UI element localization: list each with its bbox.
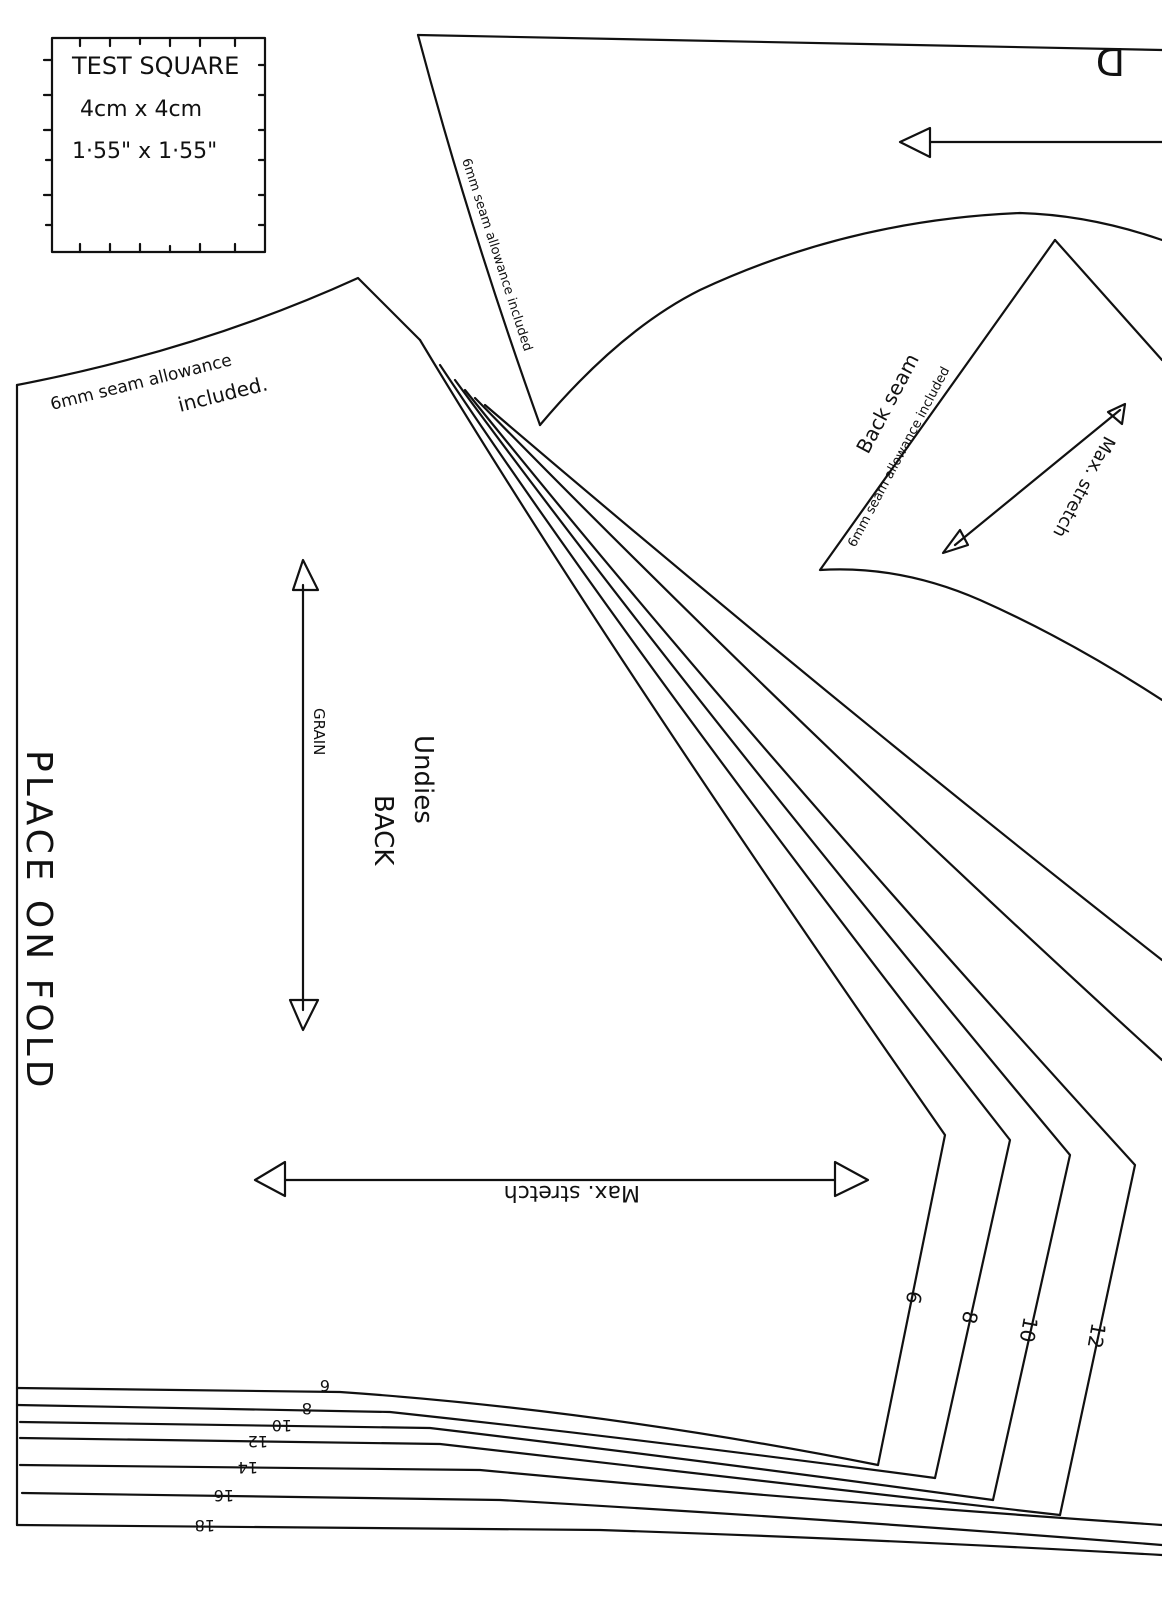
grain-label: GRAIN xyxy=(310,708,328,755)
stretch-label: Max. stretch xyxy=(504,1180,640,1205)
test-square-metric: 4cm x 4cm xyxy=(80,97,202,122)
top-pattern-piece: 6mm seam allowance included D xyxy=(416,33,1162,427)
corner-mark: D xyxy=(1096,39,1125,83)
arrowhead-icon xyxy=(1106,402,1127,426)
gusset-stretch-label: Max. stretch xyxy=(1048,433,1119,541)
side-size-label: 6 xyxy=(901,1289,927,1306)
leg-size-label: 18 xyxy=(195,1516,215,1535)
leg-size-label: 16 xyxy=(214,1486,234,1505)
arrowhead-icon xyxy=(941,528,970,555)
piece-name-line2: BACK xyxy=(368,795,398,866)
test-square-title: TEST SQUARE xyxy=(71,52,239,80)
side-size-label: 10 xyxy=(1015,1315,1043,1344)
side-size-labels: 6 8 10 12 xyxy=(901,1289,1111,1350)
arrowhead-icon xyxy=(833,1160,870,1198)
arrowhead-icon xyxy=(288,998,320,1032)
arrowhead-icon xyxy=(253,1160,287,1198)
test-square-imperial: 1·55" x 1·55" xyxy=(72,139,217,164)
arrowhead-icon xyxy=(898,126,932,159)
leg-size-label: 12 xyxy=(248,1432,268,1451)
side-size-label: 12 xyxy=(1083,1321,1111,1350)
test-square: TEST SQUARE 4cm x 4cm 1·55" x 1·55" xyxy=(42,36,267,254)
leg-size-labels: 6 8 10 12 14 16 18 xyxy=(195,1376,330,1535)
gusset-pattern-piece: Back seam 6mm seam allowance included Ma… xyxy=(538,211,1162,702)
leg-size-label: 8 xyxy=(302,1399,312,1418)
back-pattern-piece: GRAIN Undies BACK PLACE ON FOLD Max. str… xyxy=(15,276,1162,1557)
leg-size-label: 14 xyxy=(238,1458,258,1477)
top-seam-note: 6mm seam allowance included xyxy=(458,157,535,354)
leg-size-label: 6 xyxy=(320,1376,330,1395)
side-size-label: 8 xyxy=(957,1309,983,1326)
piece-name-line1: Undies xyxy=(408,735,438,824)
place-on-fold-label: PLACE ON FOLD xyxy=(18,750,59,1091)
arrowhead-icon xyxy=(291,558,320,592)
leg-size-label: 10 xyxy=(272,1416,292,1435)
